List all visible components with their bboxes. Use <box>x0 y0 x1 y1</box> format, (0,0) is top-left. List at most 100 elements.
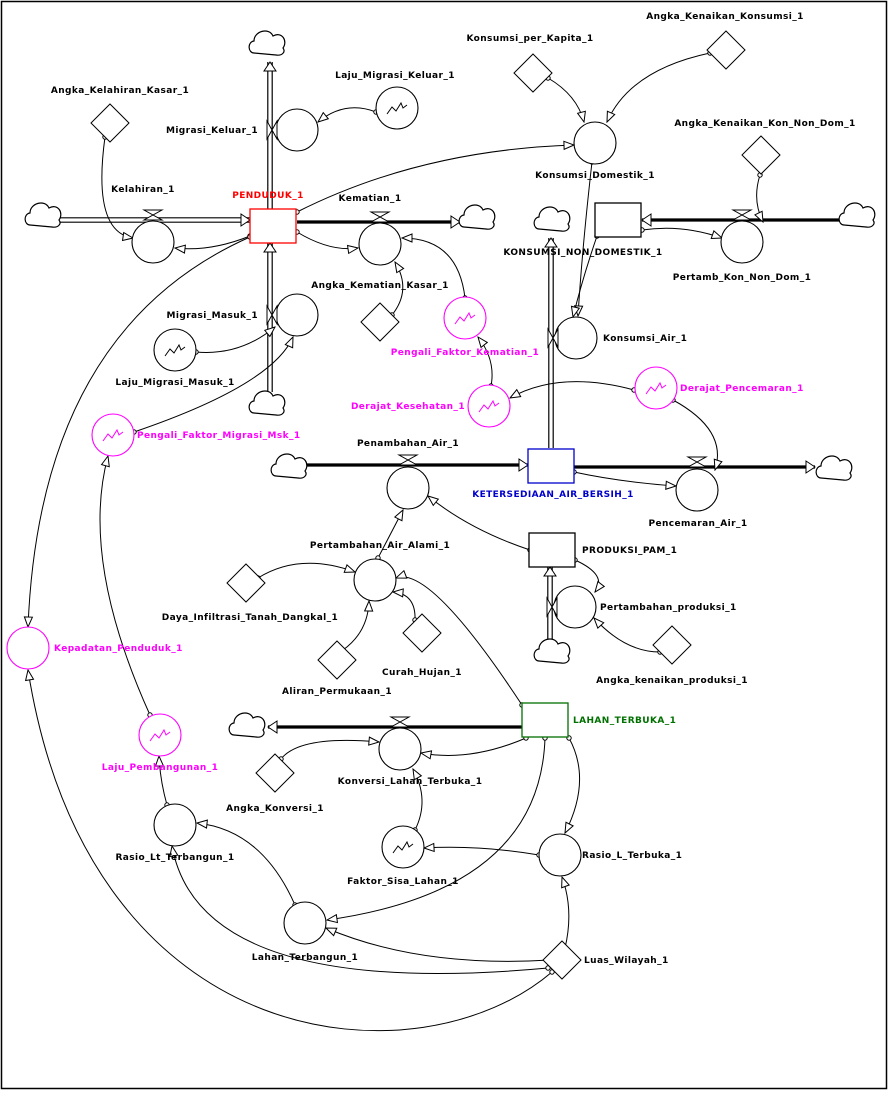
node-kematian[interactable]: Kematian_1 <box>338 194 402 266</box>
constant-diamond-icon[interactable] <box>542 940 582 980</box>
graph-function-icon[interactable] <box>634 366 678 410</box>
valve-icon[interactable] <box>731 209 753 221</box>
connector-arrow[interactable] <box>297 232 358 249</box>
node-pengali-migrasi[interactable]: Pengali_Faktor_Migrasi_Msk_1 <box>91 413 301 457</box>
auxiliary-circle[interactable] <box>538 833 582 877</box>
connector-arrow[interactable] <box>402 238 465 298</box>
graph-function-icon[interactable] <box>91 413 135 457</box>
constant-diamond-icon[interactable] <box>226 563 266 603</box>
auxiliary-circle[interactable] <box>6 626 50 670</box>
connector-arrow[interactable] <box>562 877 569 948</box>
auxiliary-circle[interactable] <box>283 901 327 945</box>
connector-arrow[interactable] <box>594 618 660 652</box>
graph-function-icon[interactable] <box>138 713 182 757</box>
rate-circle[interactable] <box>378 727 422 771</box>
rate-circle[interactable] <box>275 293 319 337</box>
valve-icon[interactable] <box>389 716 411 728</box>
node-pencemaran-air[interactable]: Pencemaran_Air_1 <box>648 456 747 529</box>
valve-icon[interactable] <box>546 596 558 618</box>
constant-diamond-icon[interactable] <box>513 53 553 93</box>
auxiliary-circle[interactable] <box>573 121 617 165</box>
auxiliary-circle[interactable] <box>153 803 197 847</box>
connector-arrow[interactable] <box>565 738 581 833</box>
node-aliran-permukaan[interactable]: Aliran_Permukaan_1 <box>282 640 392 697</box>
node-laju-migrasi-keluar[interactable]: Laju_Migrasi_Keluar_1 <box>335 71 455 130</box>
node-daya-infiltrasi[interactable]: Daya_Infiltrasi_Tanah_Dangkal_1 <box>162 563 338 623</box>
node-penduduk[interactable]: PENDUDUK_1 <box>232 191 304 244</box>
node-produksi-pam[interactable]: PRODUKSI_PAM_1 <box>528 532 677 568</box>
rate-circle[interactable] <box>358 222 402 266</box>
valve-icon[interactable] <box>266 304 278 326</box>
constant-diamond-icon[interactable] <box>317 640 357 680</box>
connector-arrow[interactable] <box>478 337 492 386</box>
rate-circle[interactable] <box>553 585 597 629</box>
graph-function-icon[interactable] <box>467 384 511 428</box>
node-lahan-terbangun[interactable]: Lahan_Terbangun_1 <box>252 901 358 963</box>
connector-arrow[interactable] <box>428 496 530 550</box>
connector-arrow[interactable] <box>343 601 369 650</box>
valve-icon[interactable] <box>547 327 559 349</box>
node-pertambahan-produksi[interactable]: Pertambahan_produksi_1 <box>546 585 737 629</box>
connector-arrow[interactable] <box>642 228 722 238</box>
stock-box[interactable] <box>249 208 297 244</box>
stock-box[interactable] <box>594 202 642 238</box>
node-angka-kematian[interactable]: Angka_Kematian_Kasar_1 <box>311 281 449 342</box>
node-angka-kenaikan-produksi[interactable]: Angka_kenaikan_produksi_1 <box>596 625 748 686</box>
node-ketersediaan[interactable]: KETERSEDIAAN_AIR_BERSIH_1 <box>472 448 634 500</box>
rate-circle[interactable] <box>275 108 319 152</box>
rate-circle[interactable] <box>386 466 430 510</box>
graph-function-icon[interactable] <box>381 825 425 869</box>
valve-icon[interactable] <box>142 209 164 221</box>
node-pertamb-kon-non-dom[interactable]: Pertamb_Kon_Non_Dom_1 <box>673 209 812 283</box>
constant-diamond-icon[interactable] <box>255 753 295 793</box>
node-penambahan-air[interactable]: Penambahan_Air_1 <box>357 439 459 510</box>
graph-function-icon[interactable] <box>153 328 197 372</box>
node-migrasi-keluar[interactable]: Migrasi_Keluar_1 <box>166 108 319 152</box>
valve-icon[interactable] <box>686 456 708 468</box>
node-laju-pembangunan[interactable]: Laju_Pembangunan_1 <box>102 713 219 773</box>
node-angka-kenaikan-non-dom[interactable]: Angka_Kenaikan_Kon_Non_Dom_1 <box>674 119 855 175</box>
constant-diamond-icon[interactable] <box>90 103 130 143</box>
constant-diamond-icon[interactable] <box>402 613 442 653</box>
connector-arrow[interactable] <box>393 592 415 620</box>
node-konsumsi-per-kapita[interactable]: Konsumsi_per_Kapita_1 <box>466 34 593 93</box>
valve-icon[interactable] <box>369 211 391 223</box>
node-luas-wilayah[interactable]: Luas_Wilayah_1 <box>542 940 669 980</box>
connector-arrow[interactable] <box>258 562 355 578</box>
connector-arrow[interactable] <box>573 236 597 317</box>
node-derajat-pencemaran[interactable]: Derajat_Pencemaran_1 <box>634 366 804 410</box>
node-migrasi-masuk[interactable]: Migrasi_Masuk_1 <box>167 293 319 337</box>
node-konsumsi-domestik[interactable]: Konsumsi_Domestik_1 <box>535 121 655 181</box>
valve-icon[interactable] <box>397 454 419 466</box>
constant-diamond-icon[interactable] <box>360 302 400 342</box>
connector-arrow[interactable] <box>757 175 763 222</box>
node-konversi-lahan[interactable]: Konversi_Lahan_Terbuka_1 <box>338 716 483 787</box>
node-angka-kelahiran[interactable]: Angka_Kelahiran_Kasar_1 <box>51 86 189 143</box>
stock-box[interactable] <box>521 702 569 738</box>
node-konsumsi-air[interactable]: Konsumsi_Air_1 <box>547 316 687 360</box>
graph-function-icon[interactable] <box>375 86 419 130</box>
node-kepadatan[interactable]: Kepadatan_Penduduk_1 <box>6 626 183 670</box>
auxiliary-circle[interactable] <box>353 558 397 602</box>
constant-diamond-icon[interactable] <box>652 625 692 665</box>
node-derajat-kesehatan[interactable]: Derajat_Kesehatan_1 <box>351 384 511 428</box>
connector-arrow[interactable] <box>297 145 574 212</box>
connector-arrow[interactable] <box>28 237 250 627</box>
node-kon-non-dom[interactable]: KONSUMSI_NON_DOMESTIK_1 <box>503 202 662 258</box>
rate-circle[interactable] <box>131 220 175 264</box>
connector-arrow[interactable] <box>318 107 376 122</box>
node-rasio-l-terbuka[interactable]: Rasio_L_Terbuka_1 <box>538 833 682 877</box>
node-angka-kenaikan-konsumsi[interactable]: Angka_Kenaikan_Konsumsi_1 <box>646 12 804 70</box>
connector-arrow[interactable] <box>574 472 676 486</box>
node-curah-hujan[interactable]: Curah_Hujan_1 <box>382 613 462 678</box>
connector-arrow[interactable] <box>548 78 584 122</box>
node-lahan-terbuka[interactable]: LAHAN_TERBUKA_1 <box>521 702 676 738</box>
graph-function-icon[interactable] <box>443 296 487 340</box>
stock-box[interactable] <box>528 532 576 568</box>
rate-circle[interactable] <box>675 468 719 512</box>
connector-arrow[interactable] <box>607 53 710 122</box>
constant-diamond-icon[interactable] <box>706 30 746 70</box>
stock-box[interactable] <box>527 448 575 484</box>
valve-icon[interactable] <box>266 119 278 141</box>
node-angka-konversi[interactable]: Angka_Konversi_1 <box>226 753 324 814</box>
